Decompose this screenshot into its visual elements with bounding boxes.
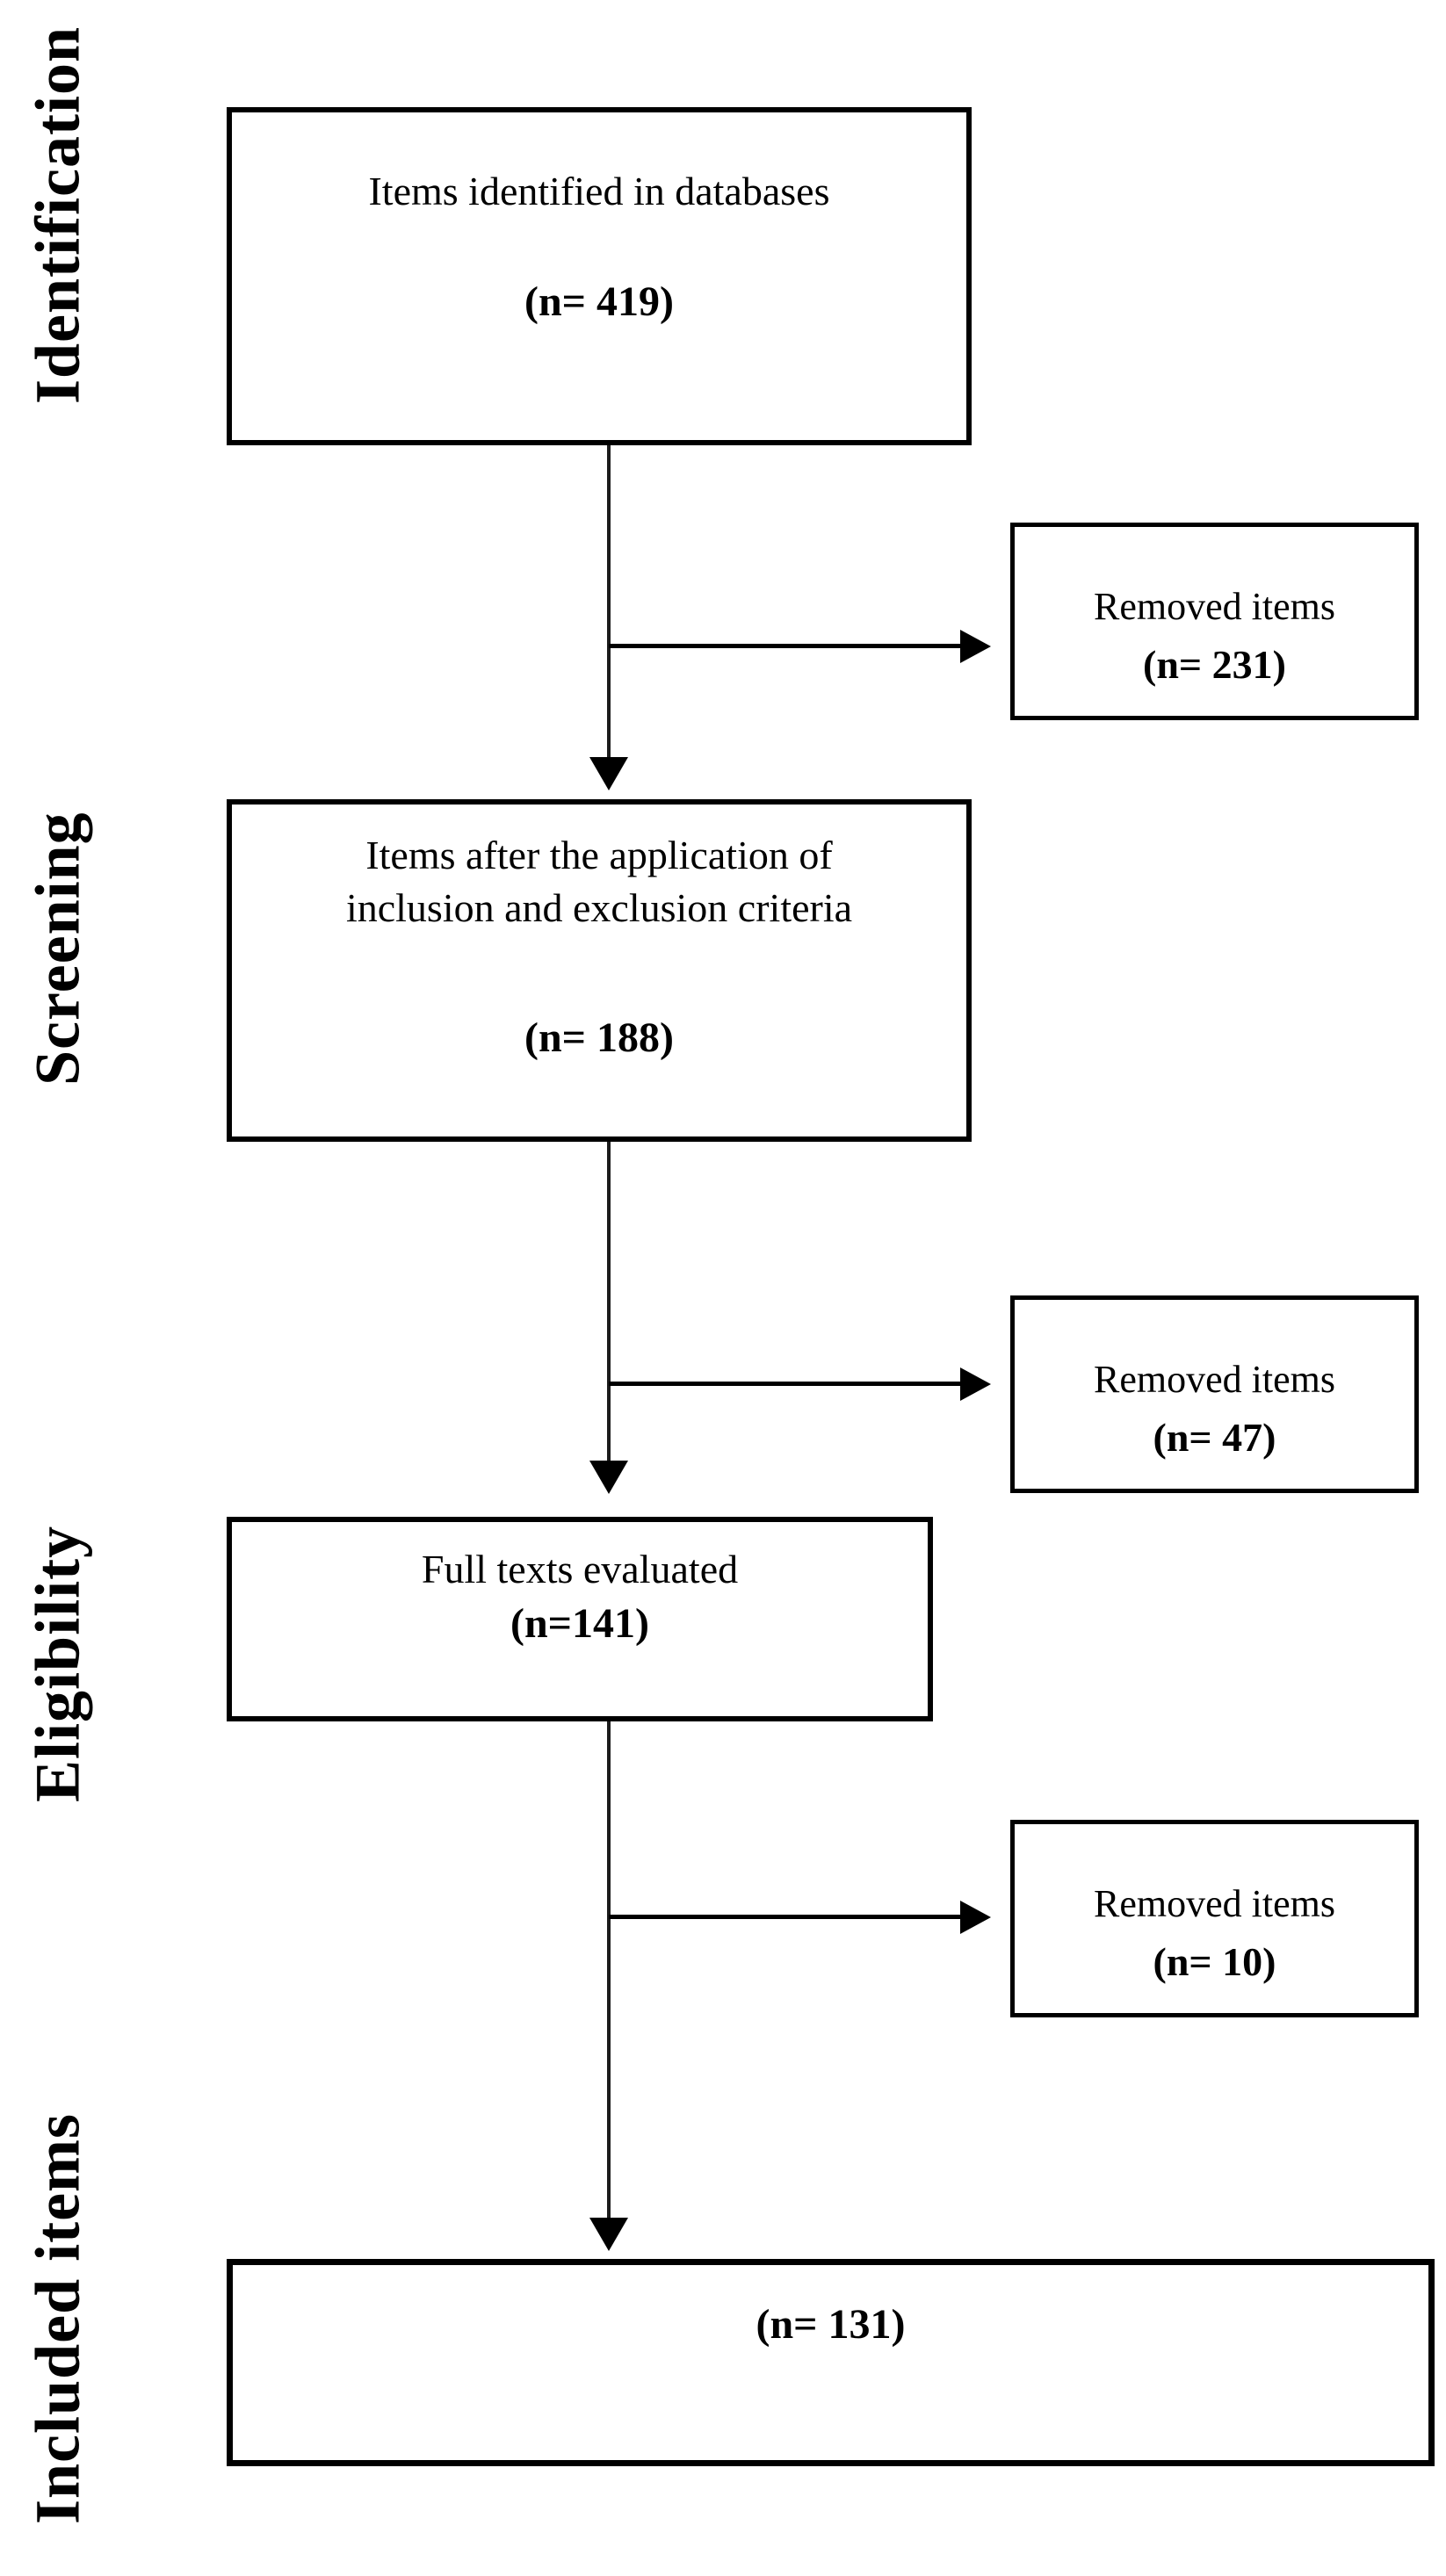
count-label: (n= 231): [1143, 642, 1286, 687]
count-label: (n= 188): [524, 1014, 674, 1061]
box-text: Items after the application of inclusion…: [232, 829, 966, 934]
flow-box-included: (n= 131): [227, 2259, 1435, 2466]
side-box-removed-1: Removed items (n= 231): [1010, 523, 1419, 720]
arrow-down-line-3: [607, 1721, 611, 2218]
stage-label-screening: Screening: [22, 812, 93, 1086]
box-text-line-1: Items after the application of: [365, 833, 833, 877]
count-label: (n= 131): [756, 2301, 906, 2348]
arrow-down-head-icon: [589, 1461, 628, 1494]
side-box-label: Removed items: [1094, 1358, 1335, 1401]
arrow-right-line-1: [609, 644, 960, 648]
arrow-right-head-icon: [960, 1901, 991, 1934]
flow-box-items-identified: Items identified in databases (n= 419): [227, 107, 972, 445]
arrow-right-line-3: [609, 1915, 960, 1919]
box-text: Items identified in databases: [368, 169, 830, 213]
count-label: (n=141): [510, 1600, 649, 1647]
side-box-removed-2: Removed items (n= 47): [1010, 1295, 1419, 1493]
arrow-right-head-icon: [960, 630, 991, 663]
arrow-down-line-2: [607, 1142, 611, 1461]
side-box-label: Removed items: [1094, 1882, 1335, 1925]
flow-box-full-texts: Full texts evaluated (n=141): [227, 1517, 933, 1721]
arrow-down-line-1: [607, 445, 611, 757]
count-label: (n= 10): [1153, 1939, 1276, 1984]
arrow-right-head-icon: [960, 1367, 991, 1401]
arrow-right-line-2: [609, 1382, 960, 1386]
box-text-line-2: inclusion and exclusion criteria: [345, 885, 853, 930]
flow-box-after-criteria: Items after the application of inclusion…: [227, 799, 972, 1142]
count-label: (n= 47): [1153, 1415, 1276, 1460]
arrow-down-head-icon: [589, 2218, 628, 2251]
stage-label-eligibility: Eligibility: [22, 1525, 93, 1803]
stage-label-included-items: Included items: [22, 2112, 93, 2525]
side-box-removed-3: Removed items (n= 10): [1010, 1820, 1419, 2017]
arrow-down-head-icon: [589, 757, 628, 790]
side-box-label: Removed items: [1094, 585, 1335, 628]
count-label: (n= 419): [524, 278, 674, 325]
stage-label-identification: Identification: [22, 26, 93, 405]
box-text: Full texts evaluated: [421, 1547, 739, 1591]
